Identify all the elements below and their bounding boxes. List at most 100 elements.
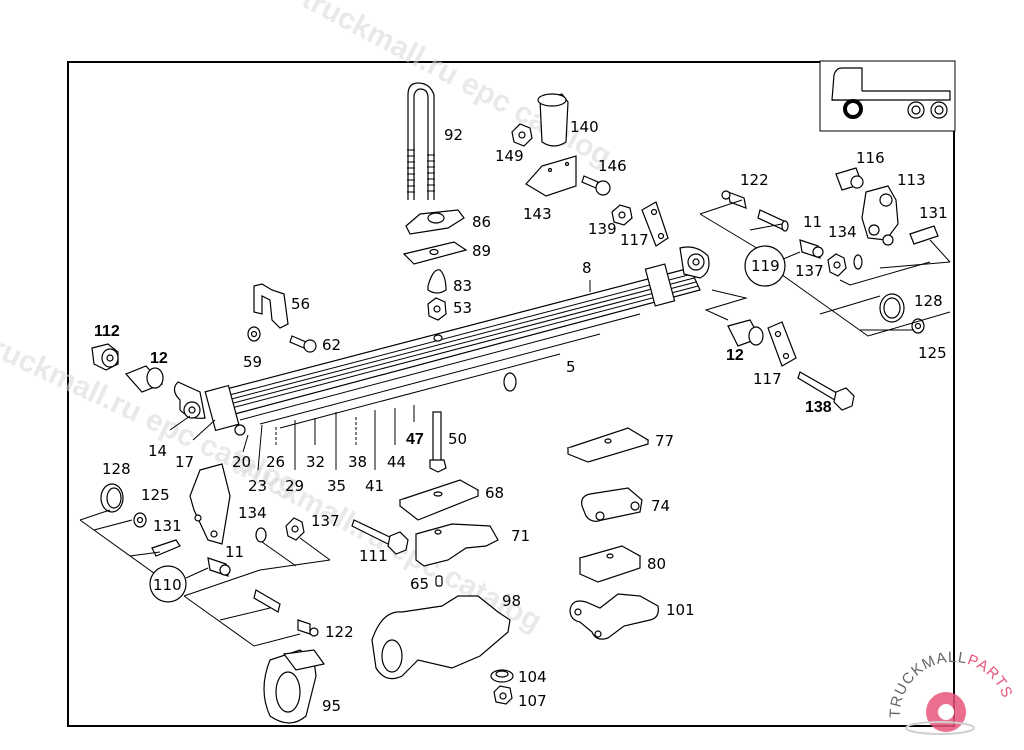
callout-56[interactable]: 56 xyxy=(291,295,310,313)
callout-134b[interactable]: 134 xyxy=(238,504,267,522)
callout-47[interactable]: 47 xyxy=(406,431,424,448)
part-117a[interactable] xyxy=(641,201,669,247)
part-134b[interactable] xyxy=(255,527,267,543)
callout-116[interactable]: 116 xyxy=(856,149,885,167)
kit-110-badge[interactable] xyxy=(149,565,187,603)
callout-119[interactable]: 119 xyxy=(751,257,780,275)
part-12a[interactable] xyxy=(727,319,764,347)
part-111[interactable] xyxy=(351,519,409,555)
part-137b[interactable] xyxy=(285,517,305,541)
callout-14[interactable]: 14 xyxy=(148,442,167,460)
part-140[interactable] xyxy=(537,93,569,147)
callout-29[interactable]: 29 xyxy=(285,477,304,495)
callout-128b[interactable]: 128 xyxy=(102,460,131,478)
callout-53[interactable]: 53 xyxy=(453,299,472,317)
callout-38[interactable]: 38 xyxy=(348,453,367,471)
part-12b[interactable] xyxy=(124,365,164,393)
part-112[interactable] xyxy=(91,343,119,371)
callout-77[interactable]: 77 xyxy=(655,432,674,450)
callout-101[interactable]: 101 xyxy=(666,601,695,619)
callout-50[interactable]: 50 xyxy=(448,430,467,448)
part-98[interactable] xyxy=(371,595,511,680)
part-117b[interactable] xyxy=(767,321,797,367)
callout-32[interactable]: 32 xyxy=(306,453,325,471)
part-128b[interactable] xyxy=(100,483,124,513)
callout-104[interactable]: 104 xyxy=(518,668,547,686)
part-11a[interactable] xyxy=(799,239,824,259)
callout-122b[interactable]: 122 xyxy=(325,623,354,641)
part-80[interactable] xyxy=(578,545,642,583)
callout-12b[interactable]: 12 xyxy=(150,350,168,367)
part-11b[interactable] xyxy=(207,557,231,577)
callout-11a[interactable]: 11 xyxy=(803,213,822,231)
callout-83[interactable]: 83 xyxy=(453,277,472,295)
callout-71[interactable]: 71 xyxy=(511,527,530,545)
callout-139[interactable]: 139 xyxy=(588,220,617,238)
callout-113[interactable]: 113 xyxy=(897,171,926,189)
part-71[interactable] xyxy=(415,523,499,567)
callout-35[interactable]: 35 xyxy=(327,477,346,495)
callout-74[interactable]: 74 xyxy=(651,497,670,515)
callout-149[interactable]: 149 xyxy=(495,147,524,165)
callout-95[interactable]: 95 xyxy=(322,697,341,715)
callout-131b[interactable]: 131 xyxy=(153,517,182,535)
callout-110[interactable]: 110 xyxy=(153,576,182,594)
part-122b-pin[interactable] xyxy=(253,589,281,613)
part-137a[interactable] xyxy=(827,253,847,277)
part-65[interactable] xyxy=(435,575,443,587)
part-95[interactable] xyxy=(263,649,326,724)
part-68[interactable] xyxy=(398,479,480,521)
part-128a[interactable] xyxy=(879,293,905,323)
part-56[interactable] xyxy=(253,283,289,329)
part-83[interactable] xyxy=(427,269,447,294)
leaf-spring-5[interactable] xyxy=(173,246,710,436)
callout-111[interactable]: 111 xyxy=(359,547,388,565)
callout-8[interactable]: 8 xyxy=(582,259,592,277)
callout-17[interactable]: 17 xyxy=(175,453,194,471)
callout-140[interactable]: 140 xyxy=(570,118,599,136)
callout-137a[interactable]: 137 xyxy=(795,262,824,280)
callout-128a[interactable]: 128 xyxy=(914,292,943,310)
part-134a[interactable] xyxy=(853,254,863,270)
part-131b[interactable] xyxy=(151,539,181,557)
callout-143[interactable]: 143 xyxy=(523,205,552,223)
callout-125a[interactable]: 125 xyxy=(918,344,947,362)
part-101[interactable] xyxy=(569,593,659,640)
callout-92[interactable]: 92 xyxy=(444,126,463,144)
part-59[interactable] xyxy=(247,326,261,342)
callout-44[interactable]: 44 xyxy=(387,453,406,471)
callout-23[interactable]: 23 xyxy=(248,477,267,495)
callout-125b[interactable]: 125 xyxy=(141,486,170,504)
callout-138[interactable]: 138 xyxy=(805,399,832,416)
part-125b[interactable] xyxy=(133,512,147,528)
part-77[interactable] xyxy=(566,427,650,463)
bracket-plate[interactable] xyxy=(189,463,231,545)
part-86[interactable] xyxy=(405,209,465,235)
callout-122a[interactable]: 122 xyxy=(740,171,769,189)
part-149[interactable] xyxy=(511,123,533,147)
callout-89[interactable]: 89 xyxy=(472,242,491,260)
part-122b[interactable] xyxy=(297,619,319,637)
part-53[interactable] xyxy=(427,297,447,321)
callout-146[interactable]: 146 xyxy=(598,157,627,175)
callout-86[interactable]: 86 xyxy=(472,213,491,231)
part-139[interactable] xyxy=(611,204,633,226)
callout-112[interactable]: 112 xyxy=(94,323,120,340)
part-89[interactable] xyxy=(402,241,468,265)
part-50[interactable] xyxy=(429,411,447,473)
part-62[interactable] xyxy=(289,335,317,353)
callout-137b[interactable]: 137 xyxy=(311,512,340,530)
callout-62[interactable]: 62 xyxy=(322,336,341,354)
callout-5[interactable]: 5 xyxy=(566,358,576,376)
callout-20[interactable]: 20 xyxy=(232,453,251,471)
part-104[interactable] xyxy=(490,669,514,683)
u-bolt-92[interactable] xyxy=(407,82,435,200)
callout-117b[interactable]: 117 xyxy=(753,370,782,388)
part-143[interactable] xyxy=(525,155,577,197)
callout-131a[interactable]: 131 xyxy=(919,204,948,222)
kit-119-badge[interactable] xyxy=(744,245,786,287)
callout-117a[interactable]: 117 xyxy=(620,231,649,249)
part-131a[interactable] xyxy=(909,225,939,245)
callout-59[interactable]: 59 xyxy=(243,353,262,371)
part-107[interactable] xyxy=(493,685,513,705)
